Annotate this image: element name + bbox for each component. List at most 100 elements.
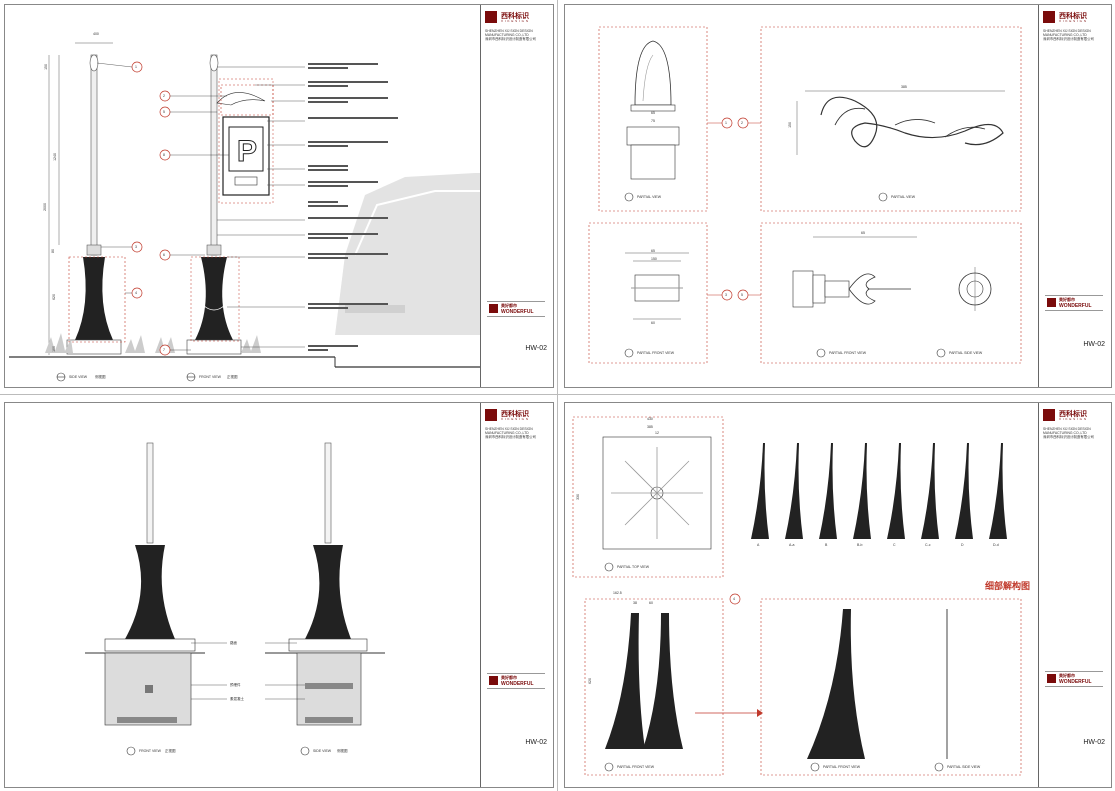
brand-name: 西科标识 <box>1059 13 1087 20</box>
dim-leg-1: 38 <box>633 601 637 605</box>
part-label-a-a: A-a <box>789 543 795 547</box>
view-label-side-cn: 侧视图 <box>95 375 106 379</box>
dim-top: 150 <box>43 64 48 70</box>
view-label-side: SIDE VIEW <box>313 749 332 753</box>
view-label-3: PARTIAL FRONT VIEW <box>637 351 675 355</box>
callout-8: 8 <box>163 153 165 157</box>
view-label-front-2: PARTIAL FRONT VIEW <box>823 765 861 769</box>
view-label-side: SIDE VIEW <box>69 375 88 379</box>
brand-name: 西科标识 <box>501 411 529 418</box>
dim-total: 2000 <box>42 203 47 211</box>
view-label-front-cn: 正视图 <box>227 375 238 379</box>
callout-5: 5 <box>163 110 165 114</box>
brand-logo-icon <box>485 11 497 23</box>
brand-sub: X I K E S I G N <box>1059 19 1087 23</box>
drawing-sheet-breakdown: 430 385 12 162.5 38 60 620 330 4 细部解构图 A… <box>564 402 1112 788</box>
client-logo-icon <box>489 676 498 685</box>
drawing-sheet-details: 1 2 3 5 385 150 65 75 65 150 60 65 PARTI… <box>564 4 1112 388</box>
part-label-b: B <box>825 543 828 547</box>
dim-leg-2: 60 <box>649 601 653 605</box>
dim-plinth: 100 <box>51 346 56 352</box>
sheet-separator-horizontal <box>0 394 1115 395</box>
dim-inner: 385 <box>647 425 653 429</box>
callout-6: 6 <box>163 253 165 257</box>
dim-top-height: 330 <box>575 494 580 500</box>
client-logo-icon <box>489 304 498 313</box>
dim-base: 620 <box>51 294 56 300</box>
part-label-c: C <box>893 543 896 547</box>
view-label-side-cn: 侧视图 <box>337 749 348 753</box>
brand-sub: X I K E S I G N <box>1059 417 1087 421</box>
dim-finial-2: 75 <box>651 119 655 123</box>
brand-logo-icon <box>1043 409 1055 421</box>
view-label-2: PARTIAL VIEW <box>891 195 916 199</box>
callout-2: 2 <box>741 121 743 125</box>
view-label-side: PARTIAL SIDE VIEW <box>947 765 981 769</box>
client-logo-icon <box>1047 674 1056 683</box>
elevation-drawing: P <box>9 42 481 382</box>
drawing-sheet-foundation: 路面 预埋件 素混凝土 FRONT VIEW 正视图 SIDE VIEW 侧视图… <box>4 402 554 788</box>
callout-7: 7 <box>163 348 165 352</box>
drawing-number: HW-02 <box>525 739 547 746</box>
breakdown-drawing <box>572 416 1022 776</box>
callout-4: 4 <box>135 291 137 295</box>
detail-title: 细部解构图 <box>985 581 1031 591</box>
foundation-drawing <box>85 442 385 756</box>
title-block: 西科标识 X I K E S I G N SHENZHEN XIJ SIGN D… <box>480 403 553 787</box>
details-drawing <box>588 26 1022 364</box>
title-block: 西科标识 X I K E S I G N SHENZHEN XIJ SIGN D… <box>480 5 553 387</box>
callout-1: 1 <box>725 121 727 125</box>
brand-sub: X I K E S I G N <box>501 417 529 421</box>
view-label-front: FRONT VIEW <box>139 749 161 753</box>
view-label-front-cn: 正视图 <box>165 749 176 753</box>
part-label-c-c: C-c <box>925 543 931 547</box>
dim-collar-2: 150 <box>651 257 657 261</box>
view-label-4: PARTIAL FRONT VIEW <box>829 351 867 355</box>
dim-bracket: 65 <box>861 231 865 235</box>
client-logo-icon <box>1047 298 1056 307</box>
callout-5: 5 <box>741 293 743 297</box>
brand-name: 西科标识 <box>1059 411 1087 418</box>
dim-width: 400 <box>93 32 99 36</box>
title-block: 西科标识 X I K E S I G N SHENZHEN XIJ SIGN D… <box>1038 5 1111 387</box>
view-label-front: FRONT VIEW <box>199 375 221 379</box>
note-embed: 预埋件 <box>230 683 241 687</box>
dim-outer: 430 <box>647 417 653 421</box>
view-label-5: PARTIAL SIDE VIEW <box>949 351 983 355</box>
dim-front-width: 162.5 <box>613 591 622 595</box>
part-label-b-b: B-b <box>857 543 863 547</box>
drawing-number: HW-02 <box>1083 739 1105 746</box>
parking-letter: P <box>237 135 257 168</box>
sheet-separator-vertical <box>557 0 558 791</box>
company-info: SHENZHEN XIJ SIGN DESIGN MANUFACTURING C… <box>485 29 536 41</box>
part-label-a: A <box>757 543 760 547</box>
part-label-d-d: D-d <box>993 543 999 547</box>
title-block: 西科标识 X I K E S I G N SHENZHEN XIJ SIGN D… <box>1038 403 1111 787</box>
callout-3: 3 <box>725 293 727 297</box>
callout-4: 4 <box>733 597 735 601</box>
dim-collar-1: 65 <box>651 249 655 253</box>
callout-3: 3 <box>135 245 137 249</box>
brand-logo-icon <box>1043 11 1055 23</box>
brand-logo-icon <box>485 409 497 421</box>
drawing-sheet-elevation: P <box>4 4 554 388</box>
dim-height: 620 <box>587 678 592 684</box>
view-label-top: PARTIAL TOP VIEW <box>617 565 650 569</box>
drawing-number: HW-02 <box>525 345 547 352</box>
dim-ornament-width: 385 <box>901 85 907 89</box>
drawing-number: HW-02 <box>1083 341 1105 348</box>
dim-finial-1: 65 <box>651 111 655 115</box>
callout-2: 2 <box>163 94 165 98</box>
note-road: 路面 <box>230 641 237 645</box>
dim-collar: 80 <box>50 249 55 253</box>
view-label-1: PARTIAL VIEW <box>637 195 662 199</box>
dim-ornament-height: 150 <box>787 122 792 128</box>
callout-1: 1 <box>135 65 137 69</box>
